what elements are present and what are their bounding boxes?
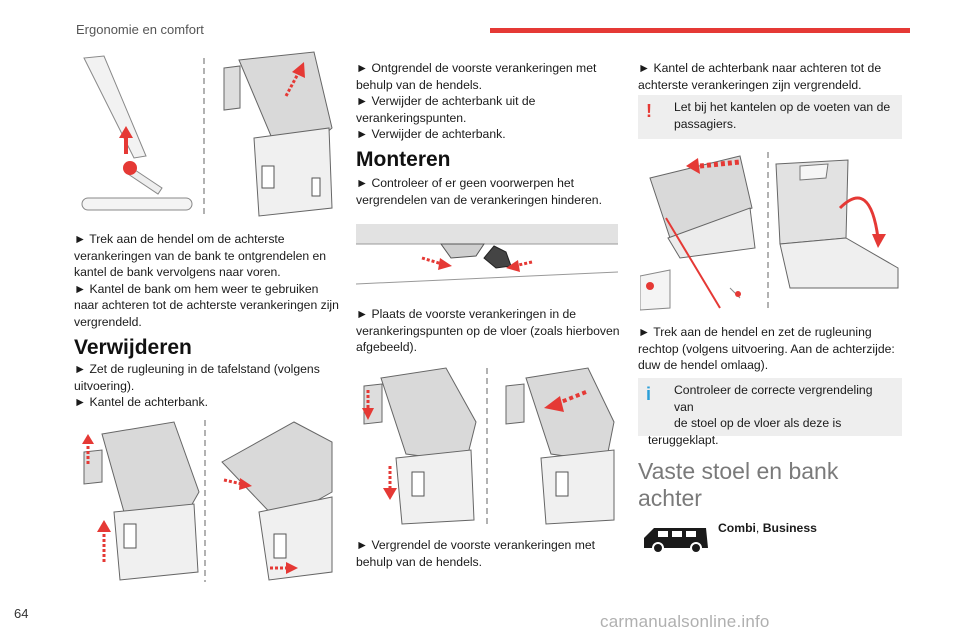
text-line: verankeringspunten. — [356, 110, 467, 125]
text-line: ► Trek aan de hendel en zet de rugleunin… — [638, 325, 872, 339]
text-line: verankeringspunten op de vloer (zoals hi… — [356, 323, 620, 338]
text-line: ► Kantel de achterbank. — [74, 395, 209, 409]
text-line: ► Kantel de bank om hem weer te gebruike… — [74, 281, 319, 296]
figure-tilt-bench — [74, 412, 336, 584]
info-note: i Controleer de correcte vergrendeling v… — [638, 378, 902, 447]
info-icon: i — [646, 384, 652, 404]
warning-note: ! Let bij het kantelen op de voeten van … — [638, 95, 902, 139]
text-line: de stoel op de vloer als deze is — [674, 416, 842, 430]
text-line: ► Plaats de voorste verankeringen in de — [356, 307, 577, 321]
text-line: Controleer de correcte vergrendeling van — [674, 383, 873, 414]
text-line: uitvoering). — [74, 378, 135, 393]
text-line: vergrendeld. — [74, 314, 142, 329]
text-line: behulp van de hendels. — [356, 554, 483, 569]
text-line: rechtop (volgens uitvoering. Aan de acht… — [638, 341, 895, 356]
text-line: afgebeeld). — [356, 340, 417, 354]
warning-icon: ! — [646, 101, 652, 121]
text-line: ► Kantel de achterbank naar achteren tot… — [638, 61, 882, 75]
text-line: behulp van de hendels. — [356, 77, 483, 92]
heading-install: Monteren — [356, 148, 451, 171]
version-combi: Combi — [718, 521, 756, 535]
text-line: ► Verwijder de achterbank uit de — [356, 94, 536, 108]
text-line: duw de hendel omlaag). — [638, 358, 769, 372]
van-icon — [640, 524, 712, 554]
text-line: verankeringen van de bank te ontgrendele… — [74, 248, 327, 263]
figure-raise-backrest — [640, 148, 902, 313]
page-number: 64 — [14, 606, 29, 621]
figure-anchor-points — [356, 212, 618, 298]
heading-remove: Verwijderen — [74, 336, 192, 359]
watermark: carmanualsonline.info — [600, 612, 770, 631]
text-line: ► Zet de rugleuning in de tafelstand (vo… — [74, 362, 320, 376]
figure-lock-front-anchors — [356, 362, 618, 527]
version-business: Business — [762, 521, 817, 535]
text-line: kantel de bank vervolgens naar voren. — [74, 265, 281, 279]
text-line: vergrendelen van de verankeringen hinder… — [356, 192, 602, 207]
text-line: naar achteren tot de achterste verankeri… — [74, 298, 339, 312]
text-line: passagiers. — [674, 116, 737, 131]
text-line: achterste verankeringen zijn vergrendeld… — [638, 77, 862, 92]
text-line: ► Vergrendel de voorste verankeringen me… — [356, 538, 596, 552]
heading-fixed-seat: Vaste stoel en bank — [638, 458, 839, 484]
text-line: ► Controleer of er geen voorwerpen het — [356, 176, 575, 190]
text-line: ► Verwijder de achterbank. — [356, 127, 506, 141]
text-line: ► Trek aan de hendel om de achterste — [74, 232, 285, 246]
version-separator: , — [755, 521, 763, 535]
text-line: ► Ontgrendel de voorste verankeringen me… — [356, 61, 597, 75]
version-list: Combi, Business — [718, 520, 817, 537]
text-line: teruggeklapt. — [648, 432, 719, 447]
section-title: Ergonomie en comfort — [76, 22, 204, 37]
heading-fixed-seat-line2: achter — [638, 485, 702, 511]
header-accent-bar — [490, 28, 910, 33]
figure-unlock-rear-anchors — [74, 48, 336, 220]
text-line: Let bij het kantelen op de voeten van de — [674, 100, 891, 114]
